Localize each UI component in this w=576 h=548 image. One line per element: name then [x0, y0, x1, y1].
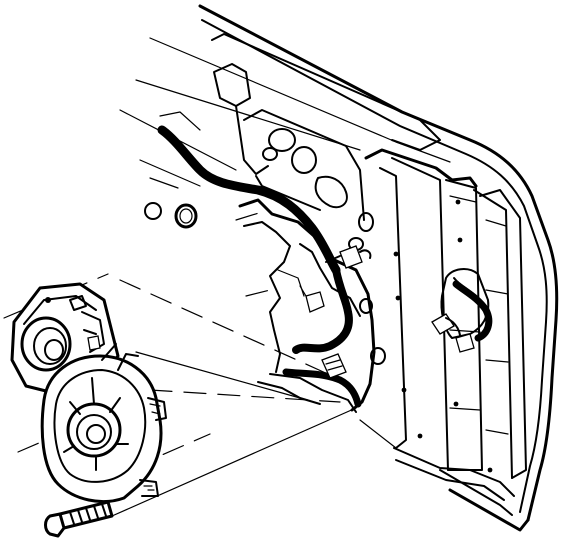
speaker-bracket: [40, 343, 167, 503]
door-inner-panel: [119, 33, 527, 501]
speaker-retaining-screw: [44, 500, 114, 538]
speaker-assembly: [10, 282, 167, 503]
